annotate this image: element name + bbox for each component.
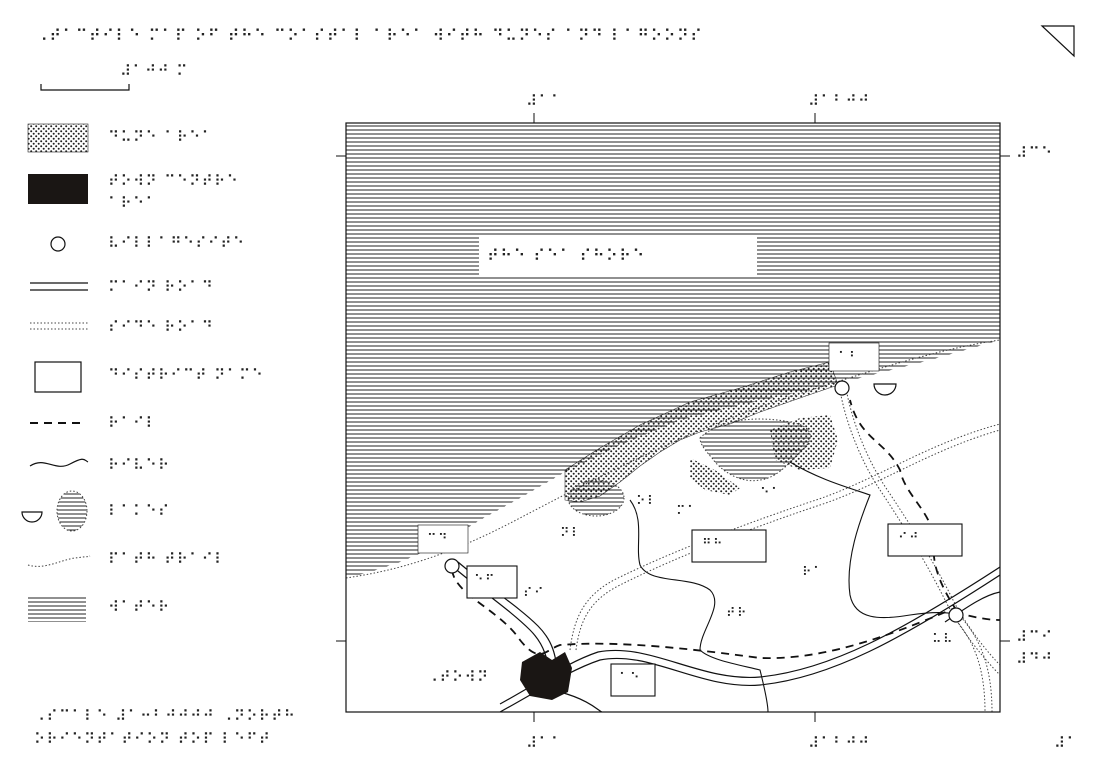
double-line-road-icon xyxy=(30,282,88,291)
place-label: ⠎⠊ xyxy=(523,586,546,601)
orientation-triangle-icon xyxy=(1040,25,1075,58)
coord-right-2: ⠼⠉⠊ xyxy=(1016,628,1054,646)
sea-label-plate xyxy=(479,236,757,276)
horizontal-hatch-icon xyxy=(28,596,86,622)
dotted-double-line-road-icon xyxy=(30,322,88,330)
coord-right-1: ⠼⠉⠑ xyxy=(1016,144,1054,162)
coord-bottom-1: ⠼⠁⠁ xyxy=(526,734,564,752)
legend-label-rail: ⠗⠁⠊⠇ xyxy=(108,414,158,432)
boxed-label-frame xyxy=(887,523,963,557)
page-number: ⠼⠁ xyxy=(1054,734,1079,752)
boxed-district-labels xyxy=(466,523,963,697)
scale-bar xyxy=(40,84,130,91)
dune-dots-pattern-icon xyxy=(27,123,89,153)
coord-top-2: ⠼⠁⠃⠚⠚ xyxy=(808,92,871,110)
legend-label-main-road: ⠍⠁⠊⠝ ⠗⠕⠁⠙ xyxy=(108,278,215,296)
footer-line-2: ⠕⠗⠊⠑⠝⠞⠁⠞⠊⠕⠝ ⠞⠕⠏ ⠇⠑⠋⠞ xyxy=(34,730,272,748)
label-plate-village-north xyxy=(828,342,880,372)
sea-label: ⠞⠓⠑ ⠎⠑⠁ ⠎⠓⠕⠗⠑ xyxy=(487,246,646,265)
district-label-2: ⠛⠓ xyxy=(702,537,725,552)
river-east xyxy=(789,461,956,619)
boxed-label-symbol-icon xyxy=(34,361,82,393)
town-label: ⠠⠞⠕⠺⠝ xyxy=(427,668,490,686)
legend-label-river: ⠗⠊⠧⠑⠗ xyxy=(108,456,171,474)
lake-half-circle-icon xyxy=(873,383,897,396)
legend-label-town: ⠞⠕⠺⠝ ⠉⠑⠝⠞⠗⠑ xyxy=(108,172,240,190)
coastal-path-trail xyxy=(346,339,1000,579)
lake-small xyxy=(567,479,625,517)
label-plate-village-west xyxy=(417,524,469,554)
district-label-3: ⠊⠚ xyxy=(898,531,921,546)
district-label-4: ⠁⠑ xyxy=(619,671,642,686)
legend-label-town-line2: ⠁⠗⠑⠁ xyxy=(108,194,158,212)
village-label-west: ⠉⠙ xyxy=(427,532,450,547)
place-label: ⠝⠇ xyxy=(560,526,583,541)
coord-top-1: ⠼⠁⠁ xyxy=(526,92,564,110)
village-east-icon xyxy=(948,607,964,623)
boxed-label-frame xyxy=(466,565,518,599)
scale-label: ⠼⠁⠚⠚ ⠍ xyxy=(120,62,189,80)
half-circle-and-oval-icon xyxy=(21,490,88,532)
boxed-label-frame xyxy=(610,663,656,697)
village-west-icon xyxy=(444,558,460,574)
dune-area-south xyxy=(690,458,740,495)
place-label: ⠥⠧ xyxy=(932,632,955,647)
map-frame xyxy=(345,122,1001,713)
village-label-north: ⠁⠃ xyxy=(838,350,861,365)
place-label: ⠍⠁ xyxy=(676,504,699,519)
dotted-curve-icon xyxy=(27,555,91,567)
place-label: ⠑⠁ xyxy=(760,486,783,501)
map-frame-ticks xyxy=(336,113,1010,722)
solid-black-block-icon xyxy=(28,174,88,204)
place-label: ⠞⠗ xyxy=(726,606,749,621)
rail-line xyxy=(451,399,957,660)
legend-label-water: ⠺⠁⠞⠑⠗ xyxy=(108,598,171,616)
place-label: ⠕⠇ xyxy=(636,494,659,509)
wavy-line-icon xyxy=(29,458,89,467)
coord-right-3: ⠼⠙⠚ xyxy=(1016,650,1054,668)
town-centre-block xyxy=(520,652,572,700)
place-label: ⠗⠁ xyxy=(802,565,825,580)
legend-label-trail: ⠏⠁⠞⠓ ⠞⠗⠁⠊⠇ xyxy=(108,550,227,568)
river-main xyxy=(629,499,769,712)
coord-bottom-2: ⠼⠁⠃⠚⠚ xyxy=(808,734,871,752)
map-title: ⠠⠞⠁⠉⠞⠊⠇⠑ ⠍⠁⠏ ⠕⠋ ⠞⠓⠑ ⠉⠕⠁⠎⠞⠁⠇ ⠁⠗⠑⠁ ⠺⠊⠞⠓ ⠙⠥… xyxy=(36,26,704,45)
legend-label-district: ⠙⠊⠎⠞⠗⠊⠉⠞ ⠝⠁⠍⠑ xyxy=(108,366,265,384)
side-road-network xyxy=(569,387,1000,712)
village-north-icon xyxy=(834,380,850,396)
legend-label-village: ⠧⠊⠇⠇⠁⠛⠑⠎⠊⠞⠑ xyxy=(108,234,246,252)
footer-line-1: ⠠⠎⠉⠁⠇⠑ ⠼⠁⠒⠃⠚⠚⠚⠚ ⠠⠝⠕⠗⠞⠓ xyxy=(34,707,297,725)
legend-label-lakes: ⠇⠁⠅⠑⠎ xyxy=(108,502,171,520)
circle-symbol-icon xyxy=(50,236,66,252)
legend-label-side-road: ⠎⠊⠙⠑ ⠗⠕⠁⠙ xyxy=(108,318,215,336)
lake-large xyxy=(699,418,811,482)
boxed-label-frame xyxy=(691,529,767,563)
legend-label-dunes: ⠙⠥⠝⠑ ⠁⠗⠑⠁ xyxy=(108,128,215,146)
sea-area xyxy=(346,123,1000,578)
district-label-1: ⠑⠋ xyxy=(474,573,497,588)
